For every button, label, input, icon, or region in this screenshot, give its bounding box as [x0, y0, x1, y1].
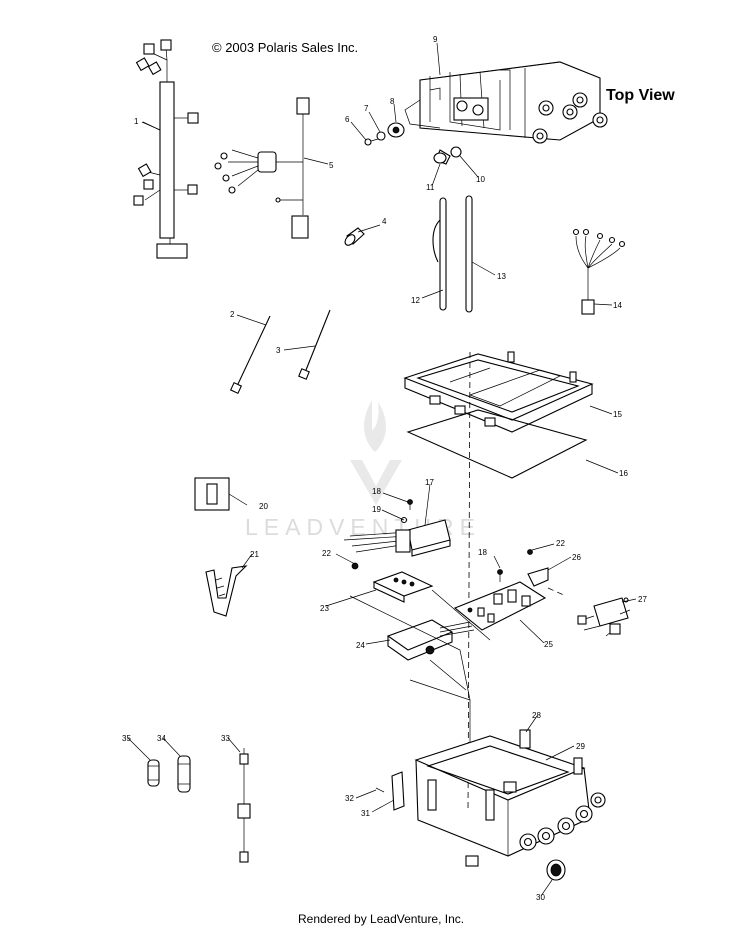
callout-22: 22 [322, 549, 331, 558]
edge-trim-part [205, 565, 248, 617]
callout-9: 9 [433, 35, 438, 44]
callout-2: 2 [230, 310, 235, 319]
cap-and-plug-parts [433, 146, 462, 165]
fastener-parts [364, 122, 405, 146]
callout-23: 23 [320, 604, 329, 613]
callout-35: 35 [122, 734, 131, 743]
footer-credit: Rendered by LeadVenture, Inc. [298, 912, 465, 926]
callout-12: 12 [411, 296, 420, 305]
callout-28: 28 [532, 711, 541, 720]
callout-33: 33 [221, 734, 230, 743]
fuse-holder-part [237, 748, 251, 863]
callout-6: 6 [345, 115, 350, 124]
callout-18: 18 [372, 487, 381, 496]
callout-26: 26 [572, 553, 581, 562]
callout-18b: 18 [478, 548, 487, 557]
housing-cover [403, 351, 594, 433]
watermark-logo [350, 400, 402, 505]
callout-leaders [127, 42, 637, 897]
callout-numbers: 1 2 3 4 5 6 7 8 9 10 11 12 13 14 15 16 1… [122, 35, 647, 902]
mounting-bracket [351, 562, 434, 603]
sensor-harness-part [572, 228, 626, 315]
callout-20: 20 [259, 502, 268, 511]
callout-31: 31 [361, 809, 370, 818]
callout-5: 5 [329, 161, 334, 170]
copyright-text: © 2003 Polaris Sales Inc. [212, 40, 359, 55]
callout-13: 13 [497, 272, 506, 281]
callout-17: 17 [425, 478, 434, 487]
latch-parts [375, 771, 405, 811]
lower-housing [414, 729, 606, 867]
clip-part [527, 549, 567, 597]
callout-3: 3 [276, 346, 281, 355]
callout-15: 15 [613, 410, 622, 419]
callout-25: 25 [544, 640, 553, 649]
callout-8: 8 [390, 97, 395, 106]
callout-24: 24 [356, 641, 365, 650]
callout-10: 10 [476, 175, 485, 184]
top-view-housing [404, 61, 608, 144]
decal-label-part [194, 477, 230, 511]
callout-14: 14 [613, 301, 622, 310]
relay-part [577, 597, 631, 637]
callout-4: 4 [382, 217, 387, 226]
callout-34: 34 [157, 734, 166, 743]
grommet-part [546, 859, 566, 881]
wire-harness-part [133, 39, 199, 259]
callout-21: 21 [250, 550, 259, 559]
assembly-line [467, 351, 471, 813]
callout-32: 32 [345, 794, 354, 803]
rectifier-block [386, 619, 475, 661]
circuit-board [453, 581, 547, 631]
cable-tie-parts [229, 309, 331, 395]
top-view-label: Top View [606, 87, 675, 104]
screw-parts [400, 499, 503, 582]
callout-11: 11 [426, 183, 435, 192]
callout-27: 27 [638, 595, 647, 604]
pigtail-harness-part [214, 97, 310, 239]
strap-parts [432, 195, 473, 313]
callout-7: 7 [364, 104, 369, 113]
housing-gasket [406, 409, 588, 479]
callout-29: 29 [576, 742, 585, 751]
boot-part [344, 227, 365, 246]
callout-30: 30 [536, 893, 545, 902]
callout-22b: 22 [556, 539, 565, 548]
callout-19: 19 [372, 505, 381, 514]
fuse-parts [147, 755, 191, 793]
callout-1: 1 [134, 117, 139, 126]
callout-16: 16 [619, 469, 628, 478]
control-module [343, 519, 451, 557]
